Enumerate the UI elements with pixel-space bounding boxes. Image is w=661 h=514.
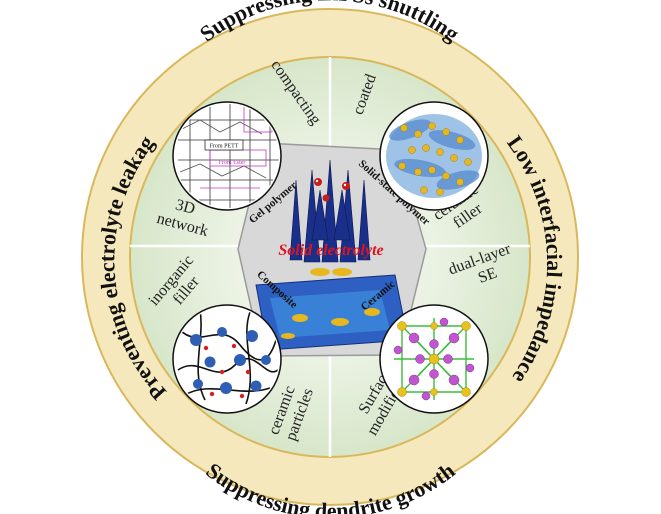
center-label: Solid electrolyte [278,242,383,259]
inset-label-from-ester: From Ester [219,160,246,166]
inset-ceramic-lattice [379,304,489,414]
central-membrane-graphic [255,159,409,351]
sector-dividers [130,57,530,457]
inset-gel-network: From PETT From Ester [172,101,282,211]
inset-label-from-pett: From PETT [210,144,239,150]
inset-coated-particles [379,101,489,211]
inset-composite-fillers [172,304,282,414]
